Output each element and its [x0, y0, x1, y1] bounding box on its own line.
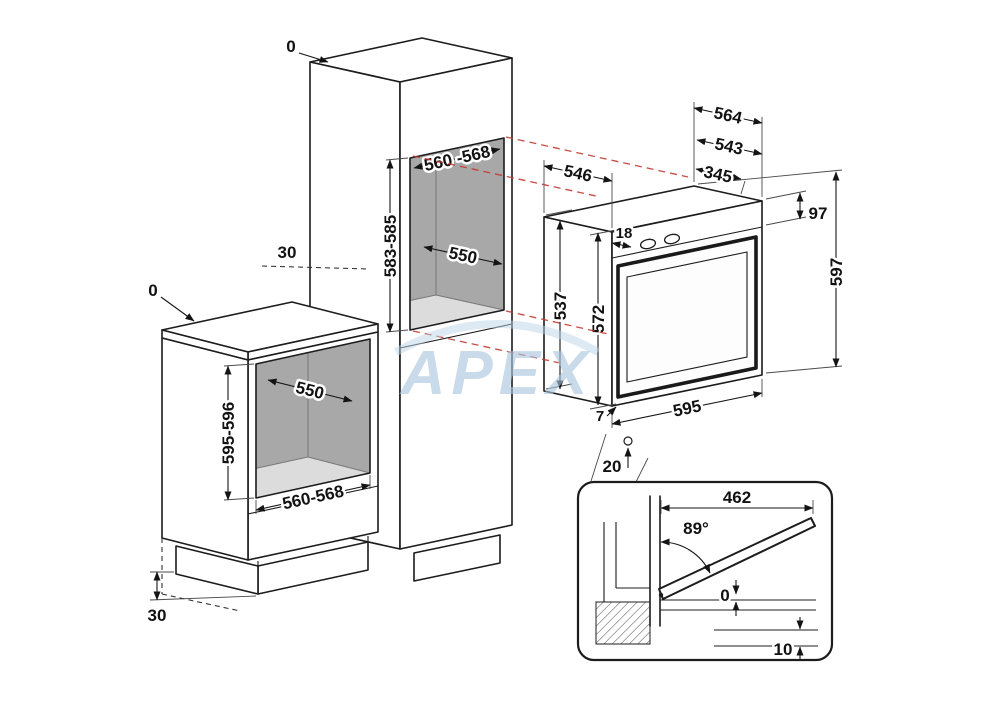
dim-detail-lower-gap: 10 [774, 640, 793, 659]
tall-niche-interior [410, 138, 504, 330]
dim-tall-rear-gap: 30 [278, 243, 297, 262]
base-hidden-edges [161, 538, 241, 612]
dim-base-top-zero: 0 [148, 281, 157, 300]
dim-detail-open-depth: 462 [723, 488, 751, 507]
base-cabinet: 0 550 595-596 560-568 30 [145, 279, 379, 628]
detail-plinth-profile [603, 522, 650, 602]
oven-door [616, 235, 758, 399]
dim-oven-panel-height: 97 [809, 204, 828, 223]
dim-oven-depth-front: 546 [562, 161, 594, 186]
dim-oven-height-body: 537 [551, 292, 570, 320]
oven-control-panel-line [611, 226, 763, 259]
dim-oven-bottom-clearance: 20 [603, 457, 622, 476]
watermark: APEX [394, 320, 600, 408]
detail-floor-hatch [595, 601, 651, 645]
watermark-swoosh [394, 320, 600, 356]
door-detail-inset: 462 89° 0 10 [576, 480, 834, 662]
dim-detail-open-angle: 89° [683, 519, 709, 538]
dim-detail-flush-gap: 0 [720, 586, 729, 605]
dim-oven-door-gap: 7 [596, 408, 604, 425]
dim-oven-width: 595 [671, 396, 703, 420]
bottom-gap-marker [623, 436, 633, 446]
base-cabinet-plinth-side [175, 545, 259, 595]
dim-base-niche-height: 595-596 [219, 402, 238, 464]
tall-cabinet-plinth [413, 534, 501, 582]
oven-door-glass [626, 251, 748, 383]
dim-tall-niche-height: 583-585 [381, 215, 400, 277]
dim-base-plinth-height: 30 [148, 606, 167, 625]
dim-oven-depth-total: 564 [712, 103, 744, 128]
dim-tall-top-zero: 0 [286, 37, 295, 56]
oven-knob-right [663, 233, 681, 245]
dim-oven-height-front: 572 [589, 305, 608, 333]
base-niche-frame [255, 338, 371, 499]
dim-oven-height-total: 597 [827, 258, 846, 286]
watermark-text: APEX [399, 339, 594, 408]
detail-door-hinge [658, 592, 664, 598]
dim-oven-depth-body: 543 [713, 134, 745, 159]
oven-knob-left [639, 238, 657, 250]
oven: 564 543 546 345 18 97 537 572 597 595 7 … [543, 101, 849, 479]
dim-oven-panel-depth: 18 [616, 225, 633, 242]
tall-niche-frame [409, 137, 505, 331]
